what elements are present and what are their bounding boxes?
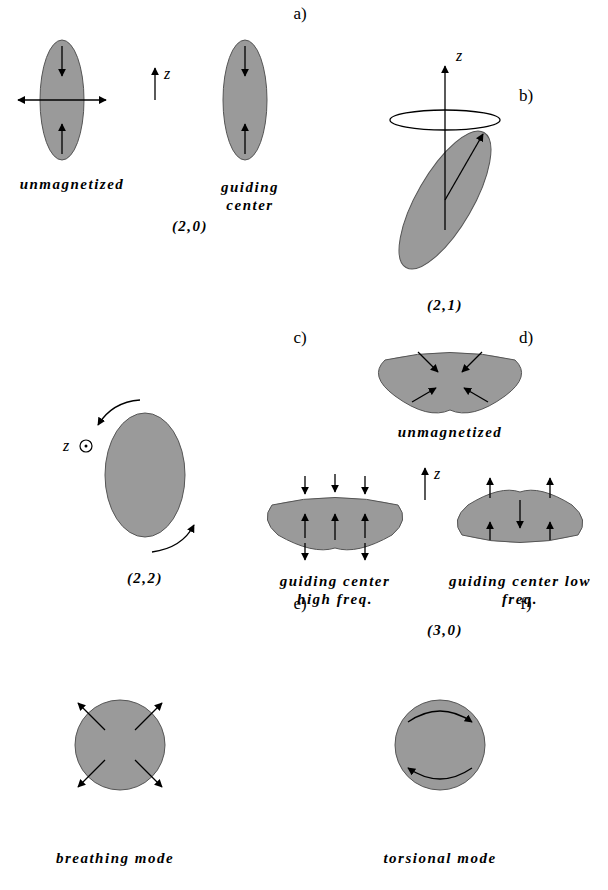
panel-letter: a) — [293, 4, 306, 24]
motion-arrow — [364, 543, 365, 560]
motion-arrow — [61, 124, 62, 154]
motion-arrow — [304, 514, 305, 538]
motion-arrow — [244, 46, 245, 76]
sphere — [395, 700, 485, 790]
motion-arrow — [304, 543, 305, 560]
ellipsoid — [105, 413, 185, 537]
ellipsoid — [223, 40, 267, 160]
z-axis-arrow — [444, 66, 445, 230]
motion-arrow — [364, 476, 365, 494]
axis-label: z — [456, 46, 462, 65]
motion-arrow — [489, 478, 490, 498]
motion-arrow — [135, 703, 162, 730]
mode-caption: unmagnetized — [20, 175, 125, 193]
deformed-ellipsoid — [457, 490, 583, 542]
motion-arrow — [18, 99, 62, 100]
motion-arrow — [519, 500, 520, 528]
mode-caption: unmagnetized — [398, 423, 503, 441]
deformed-ellipsoid — [378, 353, 521, 413]
motion-arrow — [334, 474, 335, 492]
mode-index: (2,1) — [427, 296, 463, 314]
motion-arrow — [304, 476, 305, 494]
motion-arrow — [364, 514, 365, 538]
out-of-page-symbol — [85, 445, 88, 448]
motion-arrow — [418, 352, 438, 372]
out-of-page-symbol — [80, 440, 92, 452]
panel-letter: e) — [293, 594, 306, 614]
motion-arrow — [334, 514, 335, 540]
motion-arrow — [549, 522, 550, 540]
motion-arrow — [489, 522, 490, 540]
mode-caption: guiding center low freq. — [445, 572, 595, 608]
deformed-ellipsoid — [267, 498, 403, 550]
motion-arrow — [462, 352, 482, 372]
sphere — [75, 700, 165, 790]
mode-caption: torsional mode — [383, 849, 496, 867]
rotation-arrow — [152, 525, 194, 552]
panel-letter: f) — [520, 594, 531, 614]
motion-arrow — [244, 124, 245, 154]
panel-letter: c) — [293, 328, 306, 348]
mode-caption: breathing mode — [56, 849, 174, 867]
symmetry-axis-arrow — [445, 134, 483, 200]
mode-index: (2,0) — [172, 217, 208, 235]
mode-index: (3,0) — [427, 621, 463, 639]
mode-caption: guiding center high freq. — [260, 572, 410, 608]
mode-index: (2,2) — [127, 569, 163, 587]
motion-arrow — [549, 478, 550, 498]
motion-arrow — [78, 703, 105, 730]
motion-arrow — [62, 99, 106, 100]
motion-arrow — [464, 388, 488, 402]
panel-letter: d) — [519, 328, 533, 348]
motion-arrow — [78, 760, 105, 787]
axis-label: z — [63, 436, 69, 455]
rotation-arrow — [408, 711, 472, 722]
z-axis-arrow — [424, 468, 425, 500]
z-axis-arrow — [154, 68, 155, 100]
precession-orbit — [390, 110, 500, 130]
rotation-arrow — [408, 768, 472, 779]
motion-arrow — [412, 388, 436, 402]
rotation-arrow — [98, 400, 140, 425]
motion-arrow — [61, 46, 62, 76]
axis-label: z — [434, 464, 440, 483]
mode-caption: guiding center — [210, 178, 290, 214]
panel-letter: b) — [519, 86, 533, 106]
motion-arrow — [135, 760, 162, 787]
axis-label: z — [164, 64, 170, 83]
